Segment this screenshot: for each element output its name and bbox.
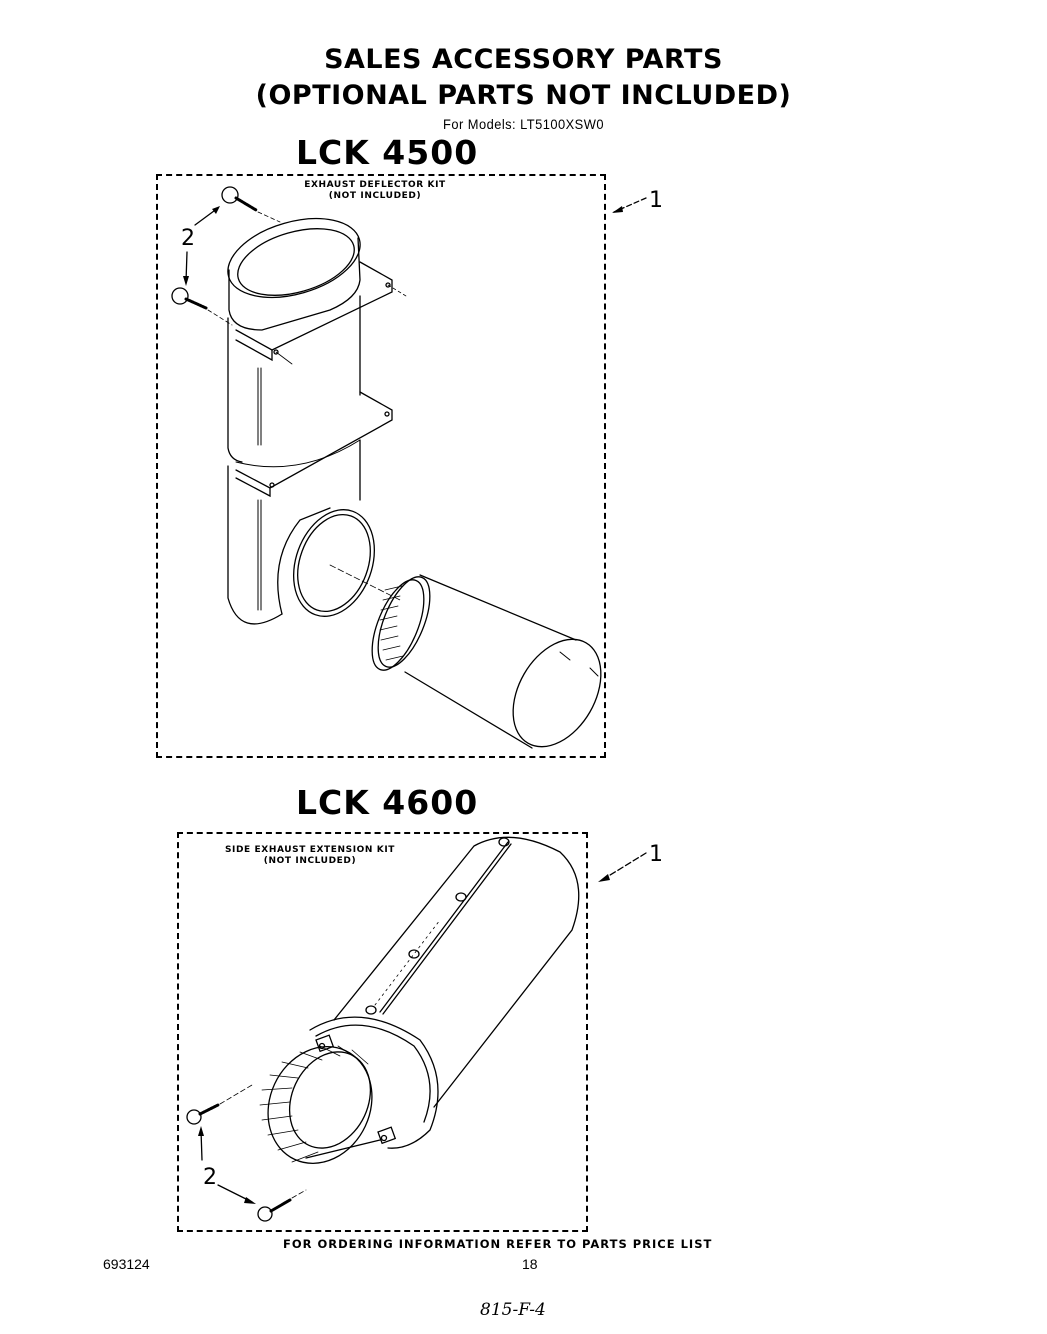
kit-caption-note: (NOT INCLUDED) [263,856,357,866]
kit-lck4600-frame [177,832,588,1232]
callout-1: 1 [649,188,663,213]
page-title: SALES ACCESSORY PARTS [324,44,723,75]
kit-name-lck4600: LCK 4600 [296,783,479,822]
exhaust-deflector-drawing [171,186,647,749]
models-line: For Models: LT5100XSW0 [443,116,604,132]
callout-1: 1 [649,842,663,867]
crimped-ring [259,1045,369,1163]
screw-icon [257,1189,307,1222]
crimped-end [379,585,404,661]
page-number: 18 [522,1256,538,1272]
page-subtitle: (OPTIONAL PARTS NOT INCLUDED) [255,80,792,111]
kit-caption-title: EXHAUST DEFLECTOR KIT [304,180,446,190]
ordering-note: FOR ORDERING INFORMATION REFER TO PARTS … [283,1237,713,1251]
handwritten-note: 815-F-4 [480,1300,546,1320]
screw-icon [221,186,281,223]
kit-lck4500-caption: EXHAUST DEFLECTOR KIT (NOT INCLUDED) [300,180,450,202]
kit-caption-note: (NOT INCLUDED) [328,191,422,201]
kit-lck4600-caption: SIDE EXHAUST EXTENSION KIT (NOT INCLUDED… [210,845,410,867]
kit-name-lck4500: LCK 4500 [296,133,479,172]
kit-lck4500-frame [156,174,606,758]
screw-icon [171,287,233,326]
kit-caption-title: SIDE EXHAUST EXTENSION KIT [224,845,396,855]
side-exhaust-extension-drawing [186,836,647,1222]
document-number: 693124 [103,1256,150,1272]
screw-icon [186,1084,253,1125]
callout-2: 2 [203,1165,217,1190]
callout-2: 2 [181,226,195,251]
